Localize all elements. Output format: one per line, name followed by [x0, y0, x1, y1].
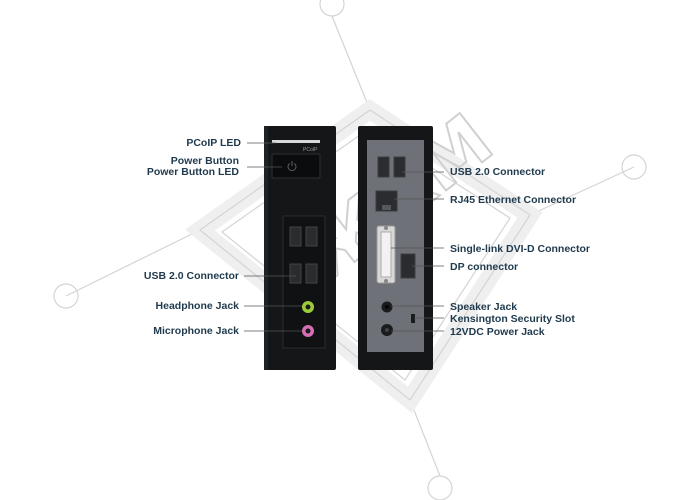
label-dvi: Single-link DVI-D Connector	[450, 243, 591, 255]
kensington-slot[interactable]	[411, 314, 415, 323]
watermark-circle-left	[53, 283, 79, 309]
label-power-button: Power Button	[170, 155, 239, 167]
label-headphone-jack: Headphone Jack	[155, 300, 239, 312]
dvi-port-inner	[380, 231, 392, 278]
watermark-circle-top	[319, 0, 345, 17]
rj45-port[interactable]	[375, 190, 398, 212]
rear-usb-port-2[interactable]	[393, 156, 406, 178]
label-rj45: RJ45 Ethernet Connector	[450, 194, 577, 206]
front-usb-port-4[interactable]	[305, 263, 318, 284]
label-kensington: Kensington Security Slot	[450, 313, 575, 325]
speaker-jack-hole	[385, 305, 389, 309]
label-speaker-jack: Speaker Jack	[450, 301, 518, 313]
label-microphone-jack: Microphone Jack	[153, 325, 239, 337]
front-usb-port-2[interactable]	[305, 226, 318, 247]
label-pcoip-led: PCoIP LED	[186, 137, 241, 149]
power-icon-arc	[287, 163, 297, 172]
watermark-line	[529, 166, 635, 216]
label-power-button-led: Power Button LED	[146, 166, 239, 178]
label-power-jack: 12VDC Power Jack	[450, 326, 545, 338]
watermark-circle-bottom	[427, 475, 453, 500]
watermark-line	[331, 15, 371, 111]
label-rear-usb-connector: USB 2.0 Connector	[450, 166, 546, 178]
rear-usb-port-1[interactable]	[377, 156, 390, 178]
dvi-screw-top	[384, 226, 388, 230]
rj45-port-clip	[382, 205, 391, 210]
power-icon	[287, 161, 297, 172]
front-device-edge	[264, 126, 268, 370]
label-dp: DP connector	[450, 261, 519, 273]
dc-power-jack-pin	[385, 328, 389, 332]
headphone-jack-hole	[305, 304, 311, 310]
pcoip-led	[272, 140, 320, 143]
watermark-line	[65, 229, 201, 297]
front-usb-port-1[interactable]	[289, 226, 302, 247]
front-device: PCoIP	[264, 126, 336, 370]
microphone-jack-hole	[305, 328, 311, 334]
leader-lines	[244, 142, 444, 332]
pcoip-badge: PCoIP	[303, 147, 318, 153]
front-usb-port-3[interactable]	[289, 263, 302, 284]
label-front-usb-connector: USB 2.0 Connector	[143, 270, 239, 282]
watermark-line	[409, 399, 441, 477]
watermark-circle-right	[621, 154, 647, 180]
dvi-screw-bottom	[384, 279, 388, 283]
